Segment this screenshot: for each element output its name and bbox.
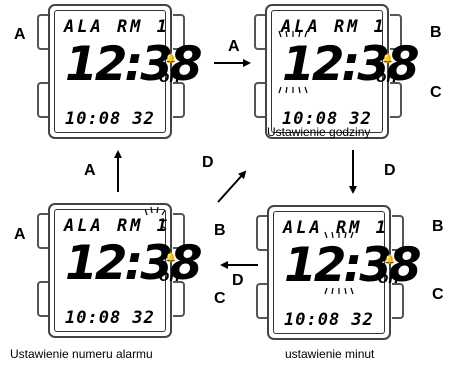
flash-marks-alarm-number [145, 206, 167, 230]
side-button-lower-left [254, 82, 266, 118]
watch-case: ALA RM 1 12:38 🔔 on 10:08 32 [48, 4, 203, 139]
lcd-display: ALA RM 1 12:38 🔔 on 10:08 32 [271, 10, 420, 133]
button-b-right[interactable] [392, 215, 404, 251]
flash-marks-minutes-top [324, 231, 354, 239]
arrow-label-a-top: A [228, 38, 240, 55]
on-label: on [159, 266, 180, 285]
button-c-right[interactable] [390, 82, 402, 118]
side-button-lower-left [256, 283, 268, 319]
button-b-right[interactable] [390, 14, 402, 50]
on-label: on [378, 268, 399, 287]
watch-case: ALA RM 1 12:38 🔔 on 10:08 32 [265, 4, 420, 139]
label-b: B [214, 222, 226, 239]
caption-set-hours: Ustawienie godziny [267, 125, 371, 139]
arrow-diagonal [217, 170, 247, 203]
watch-set-hours: ALA RM 1 12:38 🔔 on 10:08 32 [254, 4, 420, 139]
alarm-line: ALA RM 1 [283, 218, 389, 238]
button-c-right [173, 82, 185, 118]
date-line: 10:08 32 [65, 308, 155, 328]
label-a: A [14, 26, 26, 43]
flash-marks-minutes-bottom [324, 287, 354, 295]
flash-marks-hours-bottom [278, 86, 308, 94]
watch-set-alarm-number: ALA RM 1 12:38 🔔 on 10:08 32 [37, 203, 203, 338]
button-c-right[interactable] [392, 283, 404, 319]
bell-icon: 🔔 [165, 53, 177, 63]
label-c: C [214, 290, 226, 307]
button-a-left [256, 215, 268, 251]
time-display: 12:38 [284, 238, 422, 293]
side-button-lower-left [37, 82, 49, 118]
button-b-right [173, 14, 185, 50]
time-display: 12:38 [65, 236, 203, 291]
label-b: B [430, 24, 442, 41]
bell-icon: 🔔 [165, 252, 177, 262]
button-a-left[interactable] [37, 213, 49, 249]
on-label: on [376, 67, 397, 86]
side-button-lower-left [37, 281, 49, 317]
caption-set-alarm-number: Ustawienie numeru alarmu [10, 347, 153, 361]
date-line: 10:08 32 [65, 109, 155, 129]
alarm-line: ALA RM 1 [64, 216, 170, 236]
date-line: 10:08 32 [284, 310, 374, 330]
watch-case: ALA RM 1 12:38 🔔 on 10:08 32 [48, 203, 203, 338]
arrow-label-d-right: D [384, 162, 396, 179]
time-display: 12:38 [282, 37, 420, 92]
button-a-left [254, 14, 266, 50]
on-label: on [159, 67, 180, 86]
lcd-display: ALA RM 1 12:38 🔔 on 10:08 32 [54, 209, 203, 332]
button-b-right[interactable] [173, 213, 185, 249]
watch-set-minutes: ALA RM 1 12:38 🔔 on 10:08 32 [256, 205, 422, 340]
bell-icon: 🔔 [382, 53, 394, 63]
date-line: 10:08 32 [282, 109, 372, 129]
arrow-label-a-left: A [84, 162, 96, 179]
button-c-right[interactable] [173, 281, 185, 317]
label-a: A [14, 226, 26, 243]
label-c: C [430, 84, 442, 101]
label-b: B [432, 218, 444, 235]
arrow-label-d-diagonal: D [202, 154, 214, 171]
time-display: 12:38 [65, 37, 203, 92]
lcd-display: ALA RM 1 12:38 🔔 on 10:08 32 [54, 10, 203, 133]
watch-case: ALA RM 1 12:38 🔔 on 10:08 32 [267, 205, 422, 340]
button-a-left[interactable] [37, 14, 49, 50]
lcd-display: ALA RM 1 12:38 🔔 on 10:08 32 [273, 211, 422, 334]
label-c: C [432, 286, 444, 303]
caption-set-minutes: ustawienie minut [285, 347, 375, 361]
alarm-line: ALA RM 1 [64, 17, 170, 37]
watch-default: ALA RM 1 12:38 🔔 on 10:08 32 [37, 4, 203, 139]
bell-icon: 🔔 [384, 254, 396, 264]
flash-marks-hours-top [278, 30, 308, 38]
arrow-label-d-bottom: D [232, 272, 244, 289]
